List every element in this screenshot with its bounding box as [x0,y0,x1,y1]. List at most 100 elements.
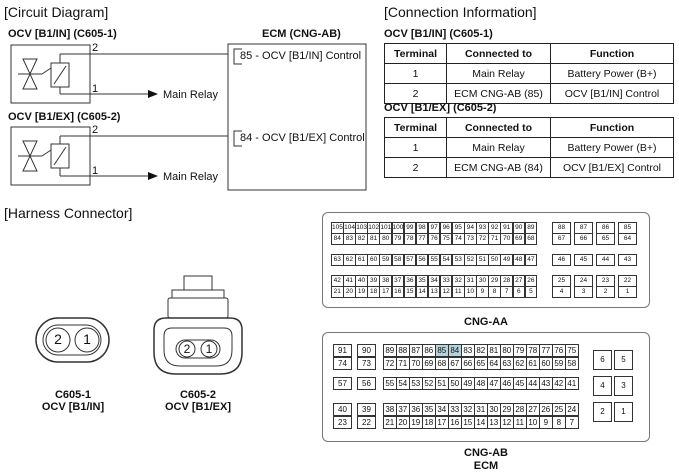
connection-section-title: [Connection Information] [384,4,537,20]
pin-67: 67 [448,357,462,370]
cell: OCV [B1/IN] Control [550,83,674,104]
pin-28: 28 [513,403,527,416]
pin-54: 54 [396,377,410,390]
pin-36: 36 [409,403,423,416]
ecm-pin84-label: 84 - OCV [B1/EX] Control [240,132,365,144]
harness-section-title: [Harness Connector] [4,205,133,221]
pin-20: 20 [396,416,410,429]
pin-9: 9 [476,286,489,298]
col-function: Function [550,117,674,138]
pin-89: 89 [524,222,538,234]
pin-18: 18 [367,286,380,298]
pin-61: 61 [526,357,540,370]
pin-13: 13 [427,286,441,298]
circuit-section-title: [Circuit Diagram] [4,4,109,20]
pin-4: 4 [552,286,571,298]
pin-51: 51 [435,377,449,390]
ecm-title: ECM (CNG-AB) [262,28,341,40]
pin-66: 66 [461,357,475,370]
pin-63: 63 [331,254,344,266]
pin-19: 19 [409,416,423,429]
c605-2-name: C605-2 [179,389,217,401]
pin-23: 23 [333,416,352,429]
cell: 2 [384,157,447,178]
pin-67: 67 [552,233,571,245]
pin-47: 47 [487,377,501,390]
pin-25: 25 [552,403,566,416]
pin-77: 77 [539,344,553,357]
pin-82: 82 [355,233,368,245]
pin-90: 90 [357,344,376,357]
pin-6: 6 [512,286,526,298]
pin-8: 8 [488,286,501,298]
cell: Battery Power (B+) [550,137,674,158]
pin-65: 65 [474,357,488,370]
circuit-diagram [10,43,367,191]
pin-34: 34 [435,403,449,416]
pin-55: 55 [383,377,397,390]
pin-62: 62 [513,357,527,370]
pin-31: 31 [474,403,488,416]
pin-55: 55 [427,254,441,266]
pin-56: 56 [415,254,429,266]
pin-8: 8 [552,416,566,429]
pin-81: 81 [487,344,501,357]
col-terminal: Terminal [384,117,447,138]
pin-35: 35 [422,403,436,416]
c605-1-caption: C605-1 OCV [B1/IN] [20,389,126,413]
table-row: 1 Main Relay Battery Power (B+) [384,63,674,84]
cell: ECM CNG-AB (84) [446,157,551,178]
pin-2: 2 [593,402,612,422]
main-relay-in: Main Relay [163,89,219,101]
pin-6: 6 [593,350,612,370]
c605-1-name: C605-1 [54,389,92,401]
ocv-ex-component [10,126,91,186]
pin-78: 78 [403,233,417,245]
pin-73: 73 [464,233,477,245]
arrow-in-relay [148,90,158,98]
c605-2-pin1: 1 [205,342,213,356]
pin-80: 80 [379,233,392,245]
pin-46: 46 [552,254,571,266]
conn-table2-label: OCV [B1/EX] (C605-2) [384,102,497,114]
conn-table1-label: OCV [B1/IN] (C605-1) [384,28,493,40]
arrow-ex-relay [148,172,158,180]
pin-48: 48 [474,377,488,390]
pin-57: 57 [403,254,417,266]
pin-53: 53 [452,254,465,266]
pin-57: 57 [333,377,352,390]
pin-64: 64 [618,233,637,245]
pin-4: 4 [593,376,612,396]
c605-1-desc: OCV [B1/IN] [41,401,105,413]
pin-19: 19 [355,286,368,298]
wire-ex-pin2: 2 [92,124,99,136]
ocv-in-component [10,44,91,104]
pin-86: 86 [422,344,436,357]
pin-27: 27 [526,403,540,416]
pin-75: 75 [439,233,453,245]
pin-39: 39 [357,403,376,416]
pin-69: 69 [512,233,526,245]
pin-64: 64 [487,357,501,370]
ecm-pin84-bracket [233,130,242,147]
cell: Main Relay [446,63,551,84]
pin-21: 21 [383,416,397,429]
pin-17: 17 [379,286,392,298]
pin-11: 11 [452,286,465,298]
pin-84: 84 [448,344,462,357]
pin-80: 80 [500,344,514,357]
pin-60: 60 [367,254,380,266]
pin-48: 48 [512,254,526,266]
pin-59: 59 [552,357,566,370]
ocv-in-label: OCV [B1/IN] (C605-1) [8,28,117,40]
cell: 1 [384,63,447,84]
main-relay-ex: Main Relay [163,171,219,183]
cng-aa-name: CNG-AA [464,316,508,328]
pin-45: 45 [513,377,527,390]
pin-82: 82 [474,344,488,357]
table-row: 2 ECM CNG-AB (85) OCV [B1/IN] Control [384,83,674,104]
pin-68: 68 [435,357,449,370]
pin-38: 38 [383,403,397,416]
ecm-box [227,43,367,191]
